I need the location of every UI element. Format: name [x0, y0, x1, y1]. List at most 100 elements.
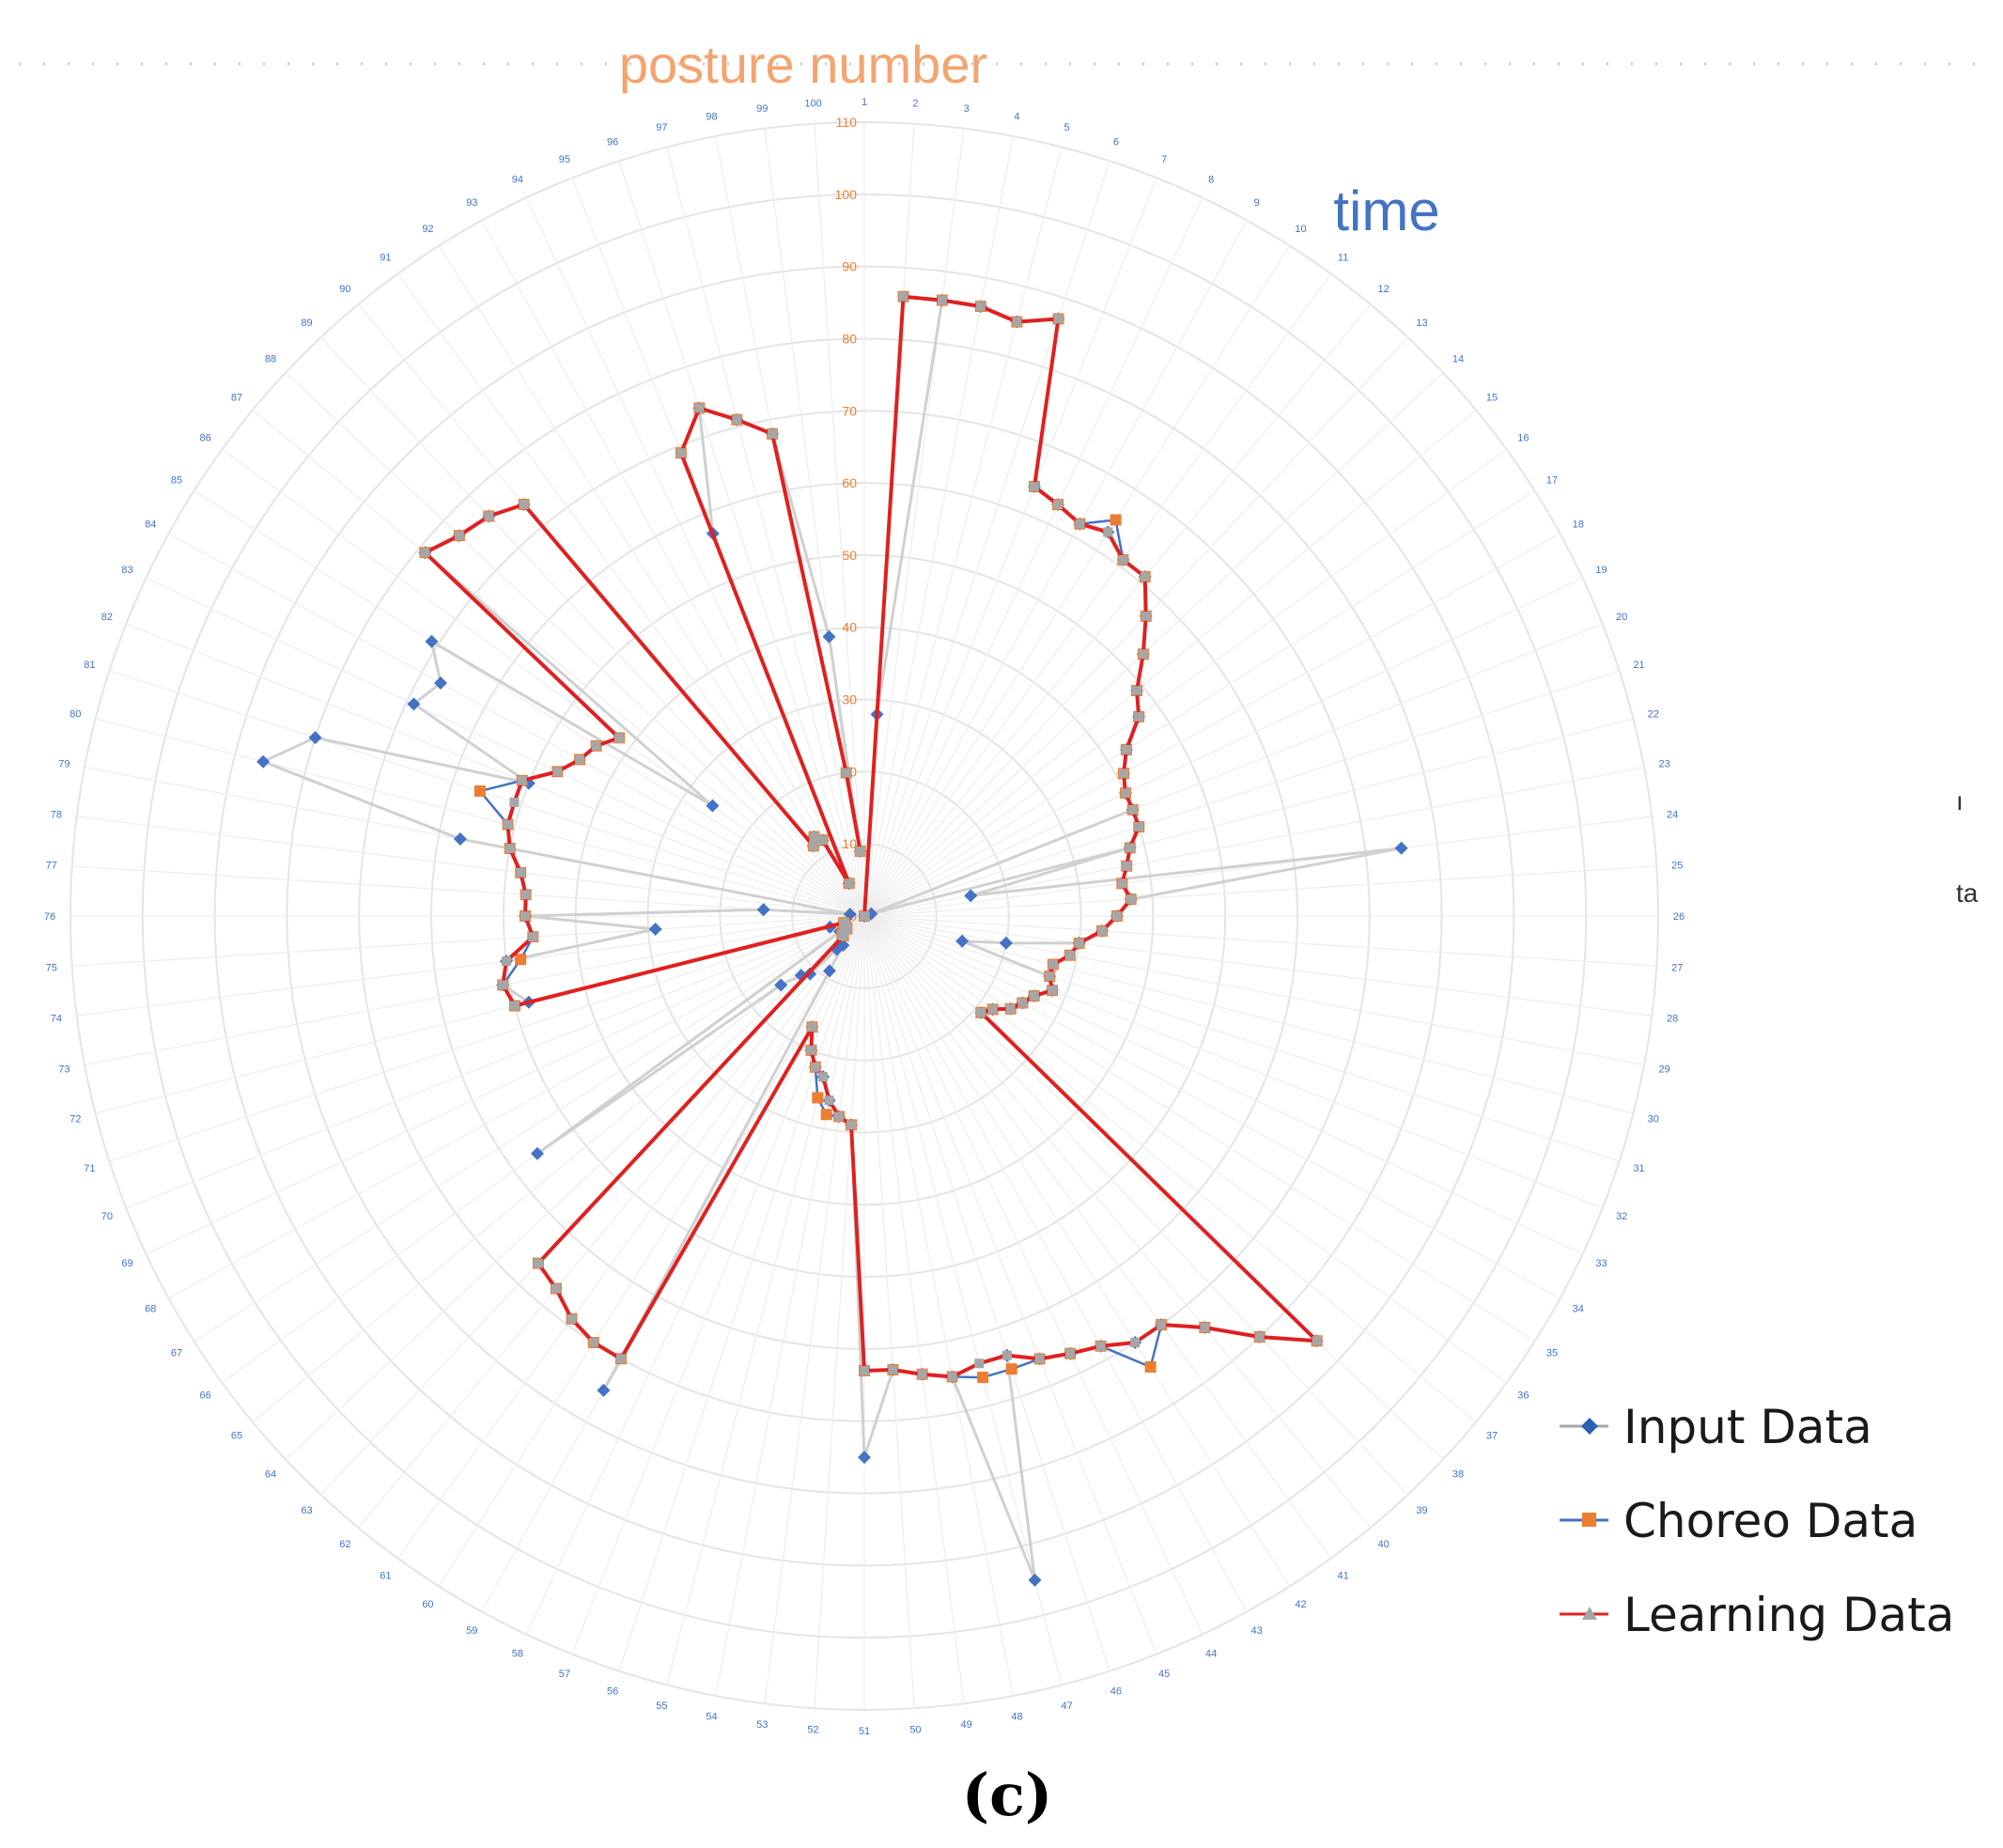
grid-spoke [814, 123, 865, 917]
input-point [530, 1146, 544, 1160]
grid-spoke [71, 865, 865, 917]
angular-tick-label: 67 [171, 1348, 182, 1359]
learning-point [1121, 745, 1131, 755]
learning-point [839, 918, 849, 928]
grid-spoke [222, 448, 865, 917]
grid-spoke [95, 718, 865, 917]
grid-spoke [764, 915, 865, 1704]
choreo-point [515, 954, 527, 966]
diamond-marker-icon [1581, 1418, 1598, 1435]
angular-tick-label: 94 [512, 175, 523, 186]
angular-tick-label: 58 [512, 1648, 523, 1659]
angular-tick-label: 17 [1546, 474, 1558, 486]
angular-tick-label: 80 [70, 708, 81, 720]
learning-point [806, 1045, 816, 1055]
legend-label-learning: Learning Data [1623, 1588, 1954, 1642]
learning-point [498, 980, 508, 990]
grid-spoke [863, 915, 1634, 1114]
grid-spoke [109, 670, 865, 917]
angular-tick-label: 93 [466, 197, 477, 209]
learning-point [1053, 314, 1064, 324]
radial-tick-label: 50 [842, 548, 857, 563]
grid-spoke [863, 915, 1603, 1209]
angular-tick-label: 1 [862, 97, 867, 108]
grid-spoke [666, 147, 865, 917]
grid-spoke [252, 409, 865, 917]
grid-spoke [863, 147, 1063, 917]
grid-spoke [863, 915, 965, 1704]
learning-point [732, 414, 742, 425]
grid-spoke [863, 161, 1110, 917]
radial-tick-label: 60 [842, 475, 857, 490]
choreo-point [812, 1092, 824, 1104]
learning-point [551, 1283, 561, 1294]
learning-point [520, 890, 531, 900]
radial-axis-title: posture number [619, 35, 987, 94]
side-fragment-2: ta [1956, 878, 1979, 908]
angular-tick-label: 24 [1667, 809, 1678, 820]
learning-point [1134, 711, 1144, 722]
angular-tick-label: 89 [301, 318, 312, 329]
learning-point [855, 846, 865, 857]
angular-tick-label: 25 [1671, 861, 1683, 872]
learning-point [528, 932, 538, 942]
angular-tick-label: 4 [1014, 111, 1019, 122]
learning-point [454, 531, 464, 541]
learning-point [1254, 1331, 1265, 1342]
angular-tick-label: 77 [46, 861, 57, 872]
polar-grid [70, 121, 1659, 1711]
learning-point [503, 819, 513, 830]
learning-point [817, 835, 828, 846]
learning-point [1053, 500, 1064, 510]
grid-spoke [438, 245, 865, 917]
input-point [964, 889, 978, 903]
learning-point [1200, 1323, 1210, 1333]
learning-point [1029, 481, 1039, 491]
choreo-point [977, 1372, 989, 1384]
learning-point [1132, 686, 1142, 696]
learning-point [1138, 649, 1148, 660]
grid-spoke [863, 915, 1507, 1384]
grid-spoke [863, 489, 1535, 917]
angular-tick-label: 20 [1616, 612, 1627, 623]
square-marker-icon [1582, 1513, 1596, 1527]
angular-tick-label: 38 [1452, 1469, 1464, 1481]
angular-tick-label: 2 [912, 99, 918, 110]
learning-point [615, 1354, 626, 1364]
angular-tick-label: 83 [121, 565, 132, 576]
angular-tick-label: 7 [1161, 154, 1167, 165]
input-point [1028, 1573, 1042, 1587]
learning-point [810, 1062, 820, 1072]
learning-point [837, 929, 847, 940]
grid-spoke [863, 448, 1507, 917]
angular-tick-label: 81 [84, 660, 95, 671]
grid-spoke [863, 915, 1110, 1671]
learning-point [613, 733, 624, 743]
grid-spoke [863, 915, 1408, 1496]
angular-tick-label: 19 [1595, 565, 1607, 576]
angular-tick-label: 54 [706, 1712, 717, 1723]
learning-point [1017, 998, 1028, 1008]
angular-tick-label: 71 [84, 1163, 95, 1174]
angular-tick-label: 18 [1573, 519, 1584, 530]
input-point [648, 922, 662, 936]
angular-tick-label: 63 [301, 1505, 312, 1516]
angular-tick-label: 59 [466, 1625, 477, 1637]
learning-point [1074, 938, 1084, 948]
legend: Input Data Choreo Data Learning Data [1560, 1400, 1954, 1642]
angular-tick-label: 28 [1667, 1014, 1678, 1025]
radial-tick-label: 40 [842, 620, 857, 635]
angular-tick-label: 37 [1486, 1431, 1498, 1442]
learning-point [1111, 911, 1122, 921]
angular-tick-label: 88 [265, 353, 276, 365]
radial-tick-label: 90 [842, 259, 857, 274]
grid-spoke [571, 915, 865, 1654]
grid-spoke [285, 372, 865, 917]
grid-spoke [863, 409, 1477, 917]
learning-point [860, 1365, 869, 1375]
angular-axis-title: time [1333, 179, 1439, 242]
angular-tick-label: 51 [859, 1726, 870, 1737]
angular-tick-label: 47 [1061, 1700, 1072, 1712]
grid-spoke [863, 865, 1657, 917]
grid-spoke [357, 915, 865, 1529]
